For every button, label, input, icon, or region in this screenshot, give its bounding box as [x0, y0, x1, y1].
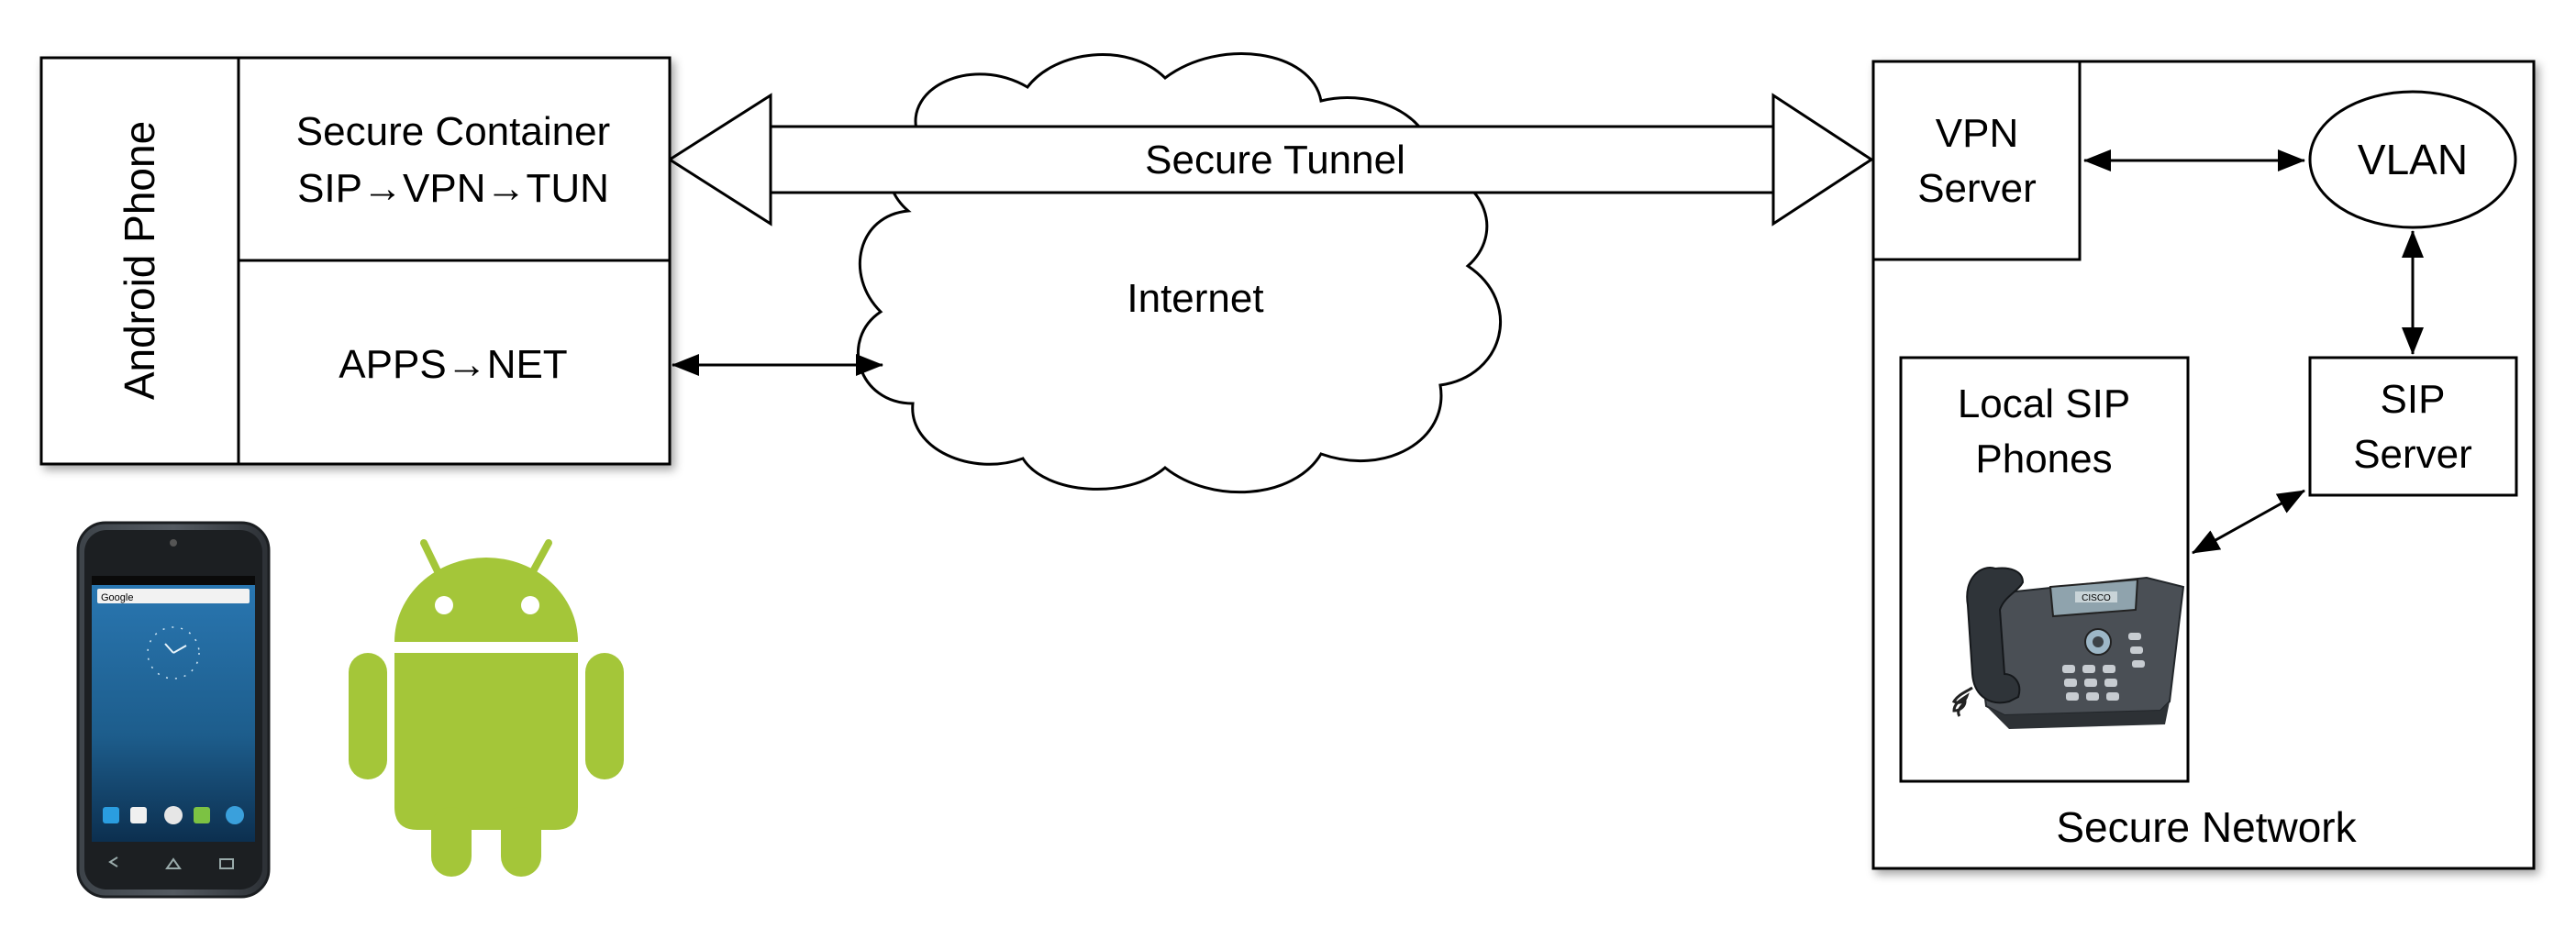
tunnel-right-arrowhead: [1771, 93, 1874, 226]
android-phone-vertical-label: Android Phone: [116, 121, 163, 400]
sip-server-line1: SIP: [2381, 377, 2446, 422]
phone-google-label: Google: [101, 592, 133, 603]
secure-container-label: Secure Container: [296, 109, 610, 154]
secure-tunnel: Secure Tunnel: [667, 93, 1874, 226]
vpn-server-line2: Server: [1917, 166, 2037, 211]
sip-server-line2: Server: [2353, 432, 2472, 477]
cloud-icon: [857, 52, 1502, 494]
android-phone-box: Android Phone Secure Container SIP→VPN→T…: [39, 56, 672, 466]
internet-label: Internet: [1127, 276, 1263, 321]
android-robot-icon: [349, 539, 624, 877]
local-sip-phones-line1: Local SIP: [1958, 381, 2130, 426]
android-phone-icon: Google: [76, 521, 271, 899]
secure-network-box: Secure Network VPN Server VLAN SIP Serve…: [1871, 60, 2536, 870]
desk-phone-icon: CISCO: [1951, 567, 2185, 729]
secure-tunnel-label: Secure Tunnel: [1145, 138, 1405, 182]
vpn-server-box: [1871, 60, 2082, 261]
vpn-server-line1: VPN: [1936, 111, 2018, 156]
desk-phone-logo: CISCO: [2082, 593, 2111, 603]
tunnel-left-arrowhead: [667, 93, 772, 226]
vlan-ellipse: [2308, 90, 2517, 229]
sip-vpn-tun-label: SIP→VPN→TUN: [297, 166, 609, 211]
secure-network-label: Secure Network: [2056, 803, 2357, 851]
sip-server-box: [2308, 356, 2518, 497]
sip-local-phones-arrow: [2192, 489, 2305, 555]
internet-cloud: Internet: [857, 52, 1502, 494]
tunnel-body: [769, 125, 1777, 194]
local-sip-phones-line2: Phones: [1975, 436, 2112, 481]
vlan-label: VLAN: [2358, 136, 2468, 183]
apps-net-label: APPS→NET: [339, 342, 567, 387]
